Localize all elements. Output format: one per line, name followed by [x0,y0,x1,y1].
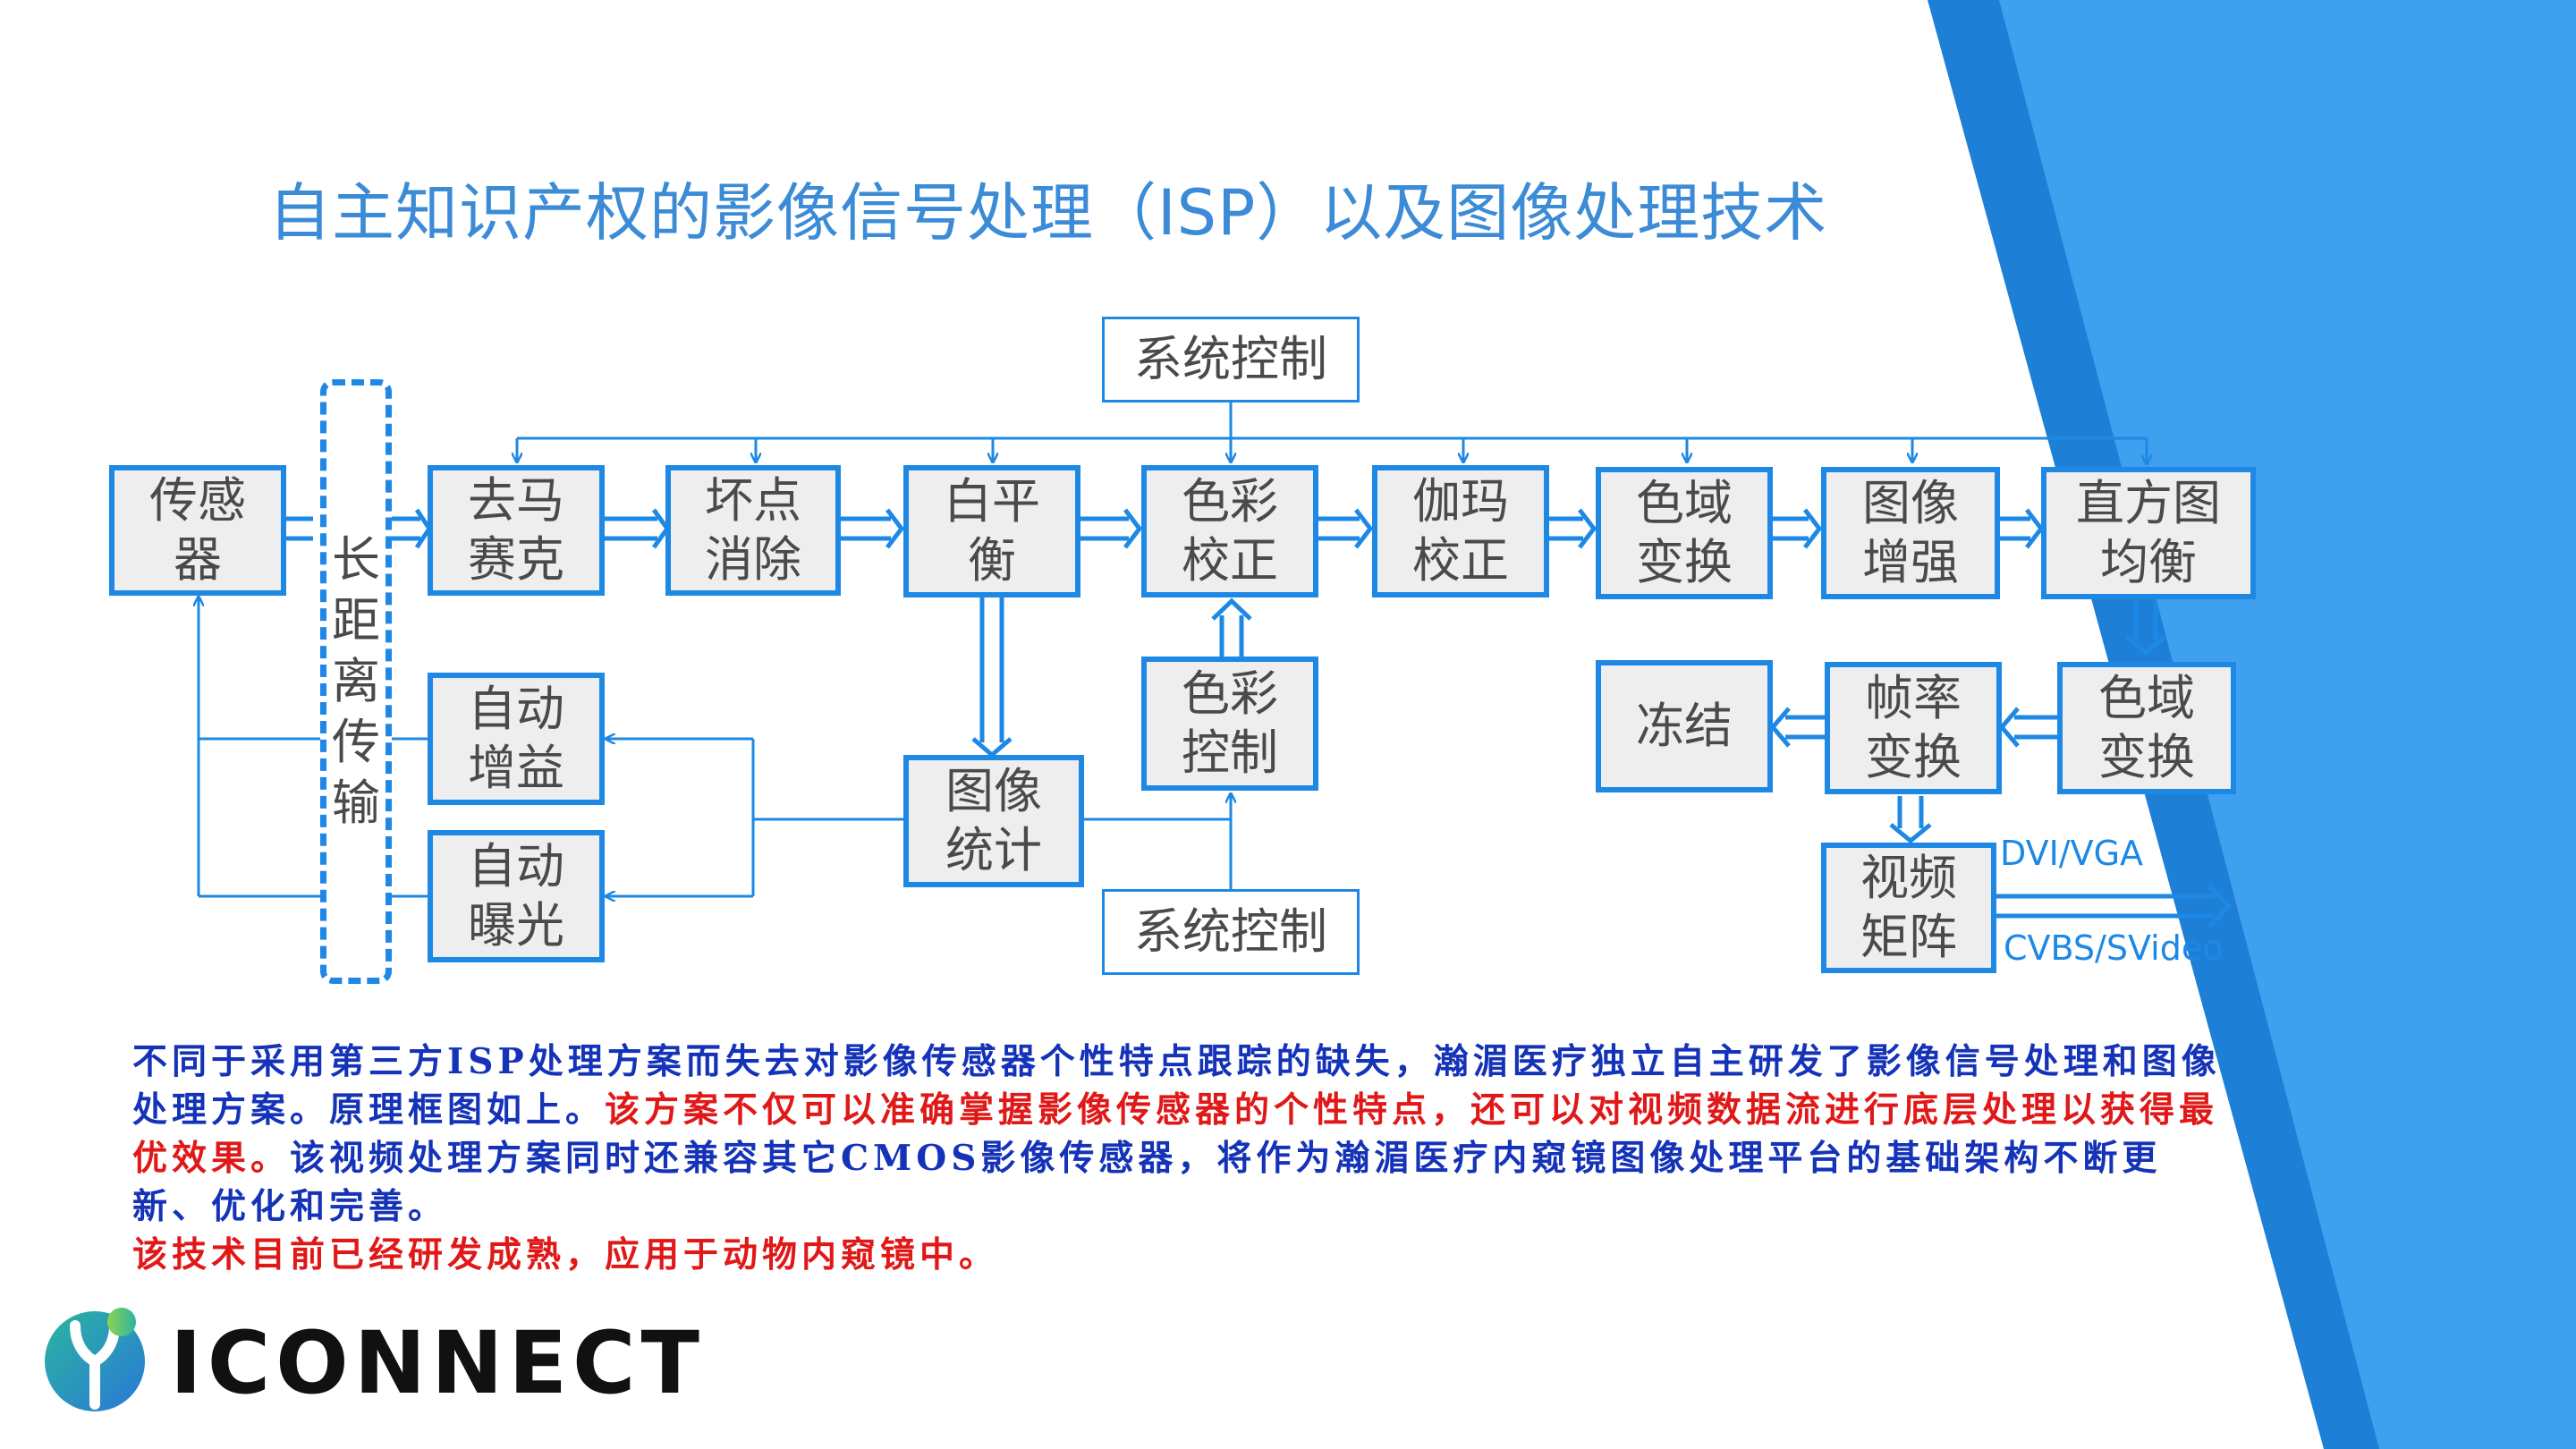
block-histogram-eq-label: 直方图均衡 [2076,475,2221,590]
block-color-correction: 色彩校正 [1141,465,1318,597]
block-defect-removal-label: 坏点消除 [705,472,801,588]
block-demosaic-label: 去马赛克 [468,472,564,588]
block-video-matrix-label: 视频矩阵 [1860,850,1957,965]
block-long-transfer-label: 长距离传输 [332,531,380,831]
block-auto-exposure-label: 自动曝光 [468,838,564,953]
description-text: 不同于采用第三方ISP处理方案而失去对影像传感器个性特点跟踪的缺失，瀚湄医疗独立… [132,1038,2234,1279]
description-status: 该技术目前已经研发成熟，应用于动物内窥镜中。 [132,1234,999,1275]
description-compat: 该视频处理方案同时还兼容其它CMOS影像传感器，将作为瀚湄医疗内窥镜图像处理平台… [132,1138,2162,1227]
block-frame-rate-label: 帧率变换 [1865,670,1962,785]
block-color-control: 色彩控制 [1141,657,1318,791]
block-image-statistics: 图像统计 [903,755,1084,887]
description-intro: 不同于采用第三方ISP处理方案而失去对影像传感器个性特点跟踪的缺失，瀚湄医疗独立… [132,1041,2221,1131]
block-system-control-bottom: 系统控制 [1102,889,1360,975]
block-gamma-correction: 伽玛校正 [1372,465,1549,597]
logo-wordmark: ICONNECT [170,1313,705,1413]
block-image-enhance-label: 图像增强 [1862,475,1959,590]
block-freeze: 冻结 [1596,660,1773,792]
block-freeze-label: 冻结 [1636,698,1733,754]
block-color-space-2: 色域变换 [2057,662,2236,794]
block-auto-exposure: 自动曝光 [428,830,605,962]
block-gamma-correction-label: 伽玛校正 [1412,473,1509,589]
block-frame-rate: 帧率变换 [1825,662,2002,794]
block-white-balance: 白平衡 [903,465,1080,597]
block-image-enhance: 图像增强 [1821,467,2000,599]
description-highlight: 该方案不仅可以准确掌握影像传感器的个性特点，还可以对视频数据流进行底层处理以获得… [132,1089,2219,1179]
block-defect-removal: 坏点消除 [665,465,841,596]
block-long-transfer: 长距离传输 [320,379,392,984]
block-auto-gain: 自动增益 [428,673,605,805]
block-system-control-bottom-label: 系统控制 [1134,903,1327,960]
block-sensor: 传感器 [109,465,286,596]
block-color-space-1: 色域变换 [1596,467,1773,599]
block-color-correction-label: 色彩校正 [1182,473,1278,589]
output-dvi-label: DVI/VGA [2000,834,2144,873]
block-color-space-2-label: 色域变换 [2098,670,2195,785]
block-white-balance-label: 白平衡 [944,473,1040,589]
block-system-control-top: 系统控制 [1102,317,1360,402]
main-flow-arrows [286,508,2233,928]
block-demosaic: 去马赛克 [428,465,605,596]
block-sensor-label: 传感器 [149,472,246,588]
page-title: 自主知识产权的影像信号处理（ISP）以及图像处理技术 [268,176,1828,250]
block-color-space-1-label: 色域变换 [1636,475,1733,590]
block-video-matrix: 视频矩阵 [1821,843,1996,973]
output-cvbs-label: CVBS/SVideo [2004,928,2224,968]
block-color-control-label: 色彩控制 [1182,665,1278,781]
block-image-statistics-label: 图像统计 [945,763,1042,878]
block-histogram-eq: 直方图均衡 [2041,467,2256,599]
logo-mark [45,1308,145,1411]
feedback-lines [199,597,1231,896]
block-system-control-top-label: 系统控制 [1134,331,1327,387]
sysctrl-top-lines [517,401,2147,463]
block-auto-gain-label: 自动增益 [468,681,564,796]
decorative-band-light [1999,0,2576,1449]
